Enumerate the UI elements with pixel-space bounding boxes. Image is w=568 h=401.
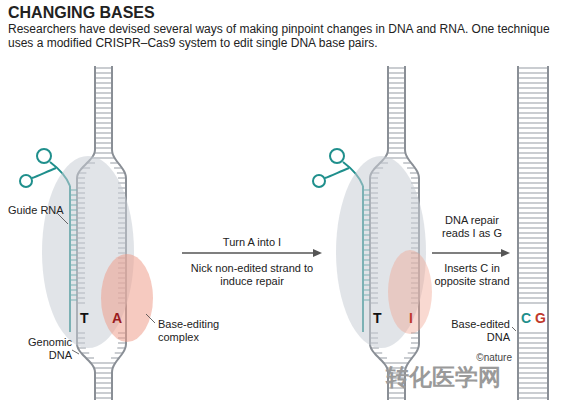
leader-line (72, 350, 79, 354)
step-label: Turn A into I (185, 236, 319, 249)
dna-duplex (20, 66, 153, 400)
base-letter: C (521, 310, 533, 327)
step-label: Nick non-edited strand to induce repair (188, 262, 316, 288)
base-editing-complex (101, 254, 153, 342)
step-label: Inserts C in opposite strand (432, 262, 512, 288)
part-label: Guide RNA (8, 204, 78, 217)
base-letter: I (409, 310, 419, 327)
step-label: DNA repair reads I as G (432, 214, 512, 240)
leader-line (146, 314, 155, 323)
base-editing-complex (388, 250, 432, 334)
base-letter: G (535, 310, 547, 327)
watermark: 转化医学网 (386, 364, 514, 392)
title: CHANGING BASES (8, 3, 155, 22)
dna-duplex (518, 66, 548, 400)
part-label: Base-edited DNA (446, 318, 510, 344)
description: Researchers have devised several ways of… (8, 22, 560, 51)
base-letter: A (112, 310, 124, 327)
process-arrow (432, 249, 510, 257)
copyright: ©nature (452, 352, 512, 364)
part-label: Base-editing complex (158, 318, 238, 344)
dna-duplex (313, 66, 432, 400)
base-letter: T (373, 310, 385, 327)
process-arrow (182, 249, 322, 257)
leader-line (512, 327, 516, 331)
cas9-protein (42, 156, 134, 348)
part-label: Genomic DNA (22, 336, 72, 362)
base-letter: T (80, 310, 92, 327)
